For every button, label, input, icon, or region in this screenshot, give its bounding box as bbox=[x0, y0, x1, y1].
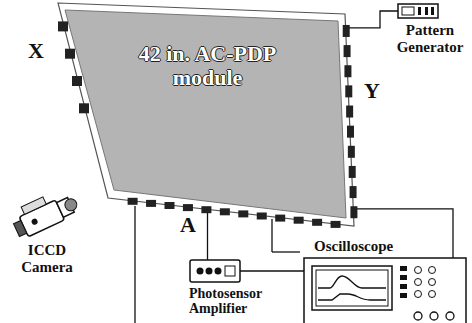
iccd-camera: ICCD Camera bbox=[10, 190, 84, 285]
pdp-panel: 42 in. AC-PDP module bbox=[50, 0, 362, 232]
oscilloscope: Oscilloscope bbox=[300, 236, 470, 323]
camera-icon bbox=[8, 185, 80, 240]
electrode-cable bbox=[272, 251, 300, 252]
electrode-label: X bbox=[28, 40, 44, 62]
cable bbox=[346, 11, 398, 28]
device-label: 42 in. AC-PDP module bbox=[120, 42, 295, 90]
amplifier-icon bbox=[190, 260, 240, 282]
device-label: Pattern Generator bbox=[390, 22, 470, 55]
electrode-label: Y bbox=[364, 80, 380, 102]
photosensor-amplifier: Photosensor Amplifier bbox=[185, 258, 295, 320]
electrode-cable bbox=[271, 219, 272, 252]
device-label: ICCD Camera bbox=[10, 242, 84, 275]
cable bbox=[240, 270, 304, 271]
pdp-panel-shape bbox=[50, 0, 362, 232]
electrode-tabs bbox=[58, 21, 357, 228]
device-label: Photosensor Amplifier bbox=[189, 286, 295, 317]
electrode-cable bbox=[134, 206, 135, 323]
device-label: Oscilloscope bbox=[314, 238, 470, 255]
pattern-generator-icon bbox=[398, 4, 438, 18]
pattern-generator: Pattern Generator bbox=[390, 2, 470, 62]
electrode-label: A bbox=[180, 214, 196, 236]
panel-frame bbox=[58, 3, 354, 226]
panel-screen bbox=[65, 10, 346, 218]
oscilloscope-icon bbox=[304, 258, 466, 323]
